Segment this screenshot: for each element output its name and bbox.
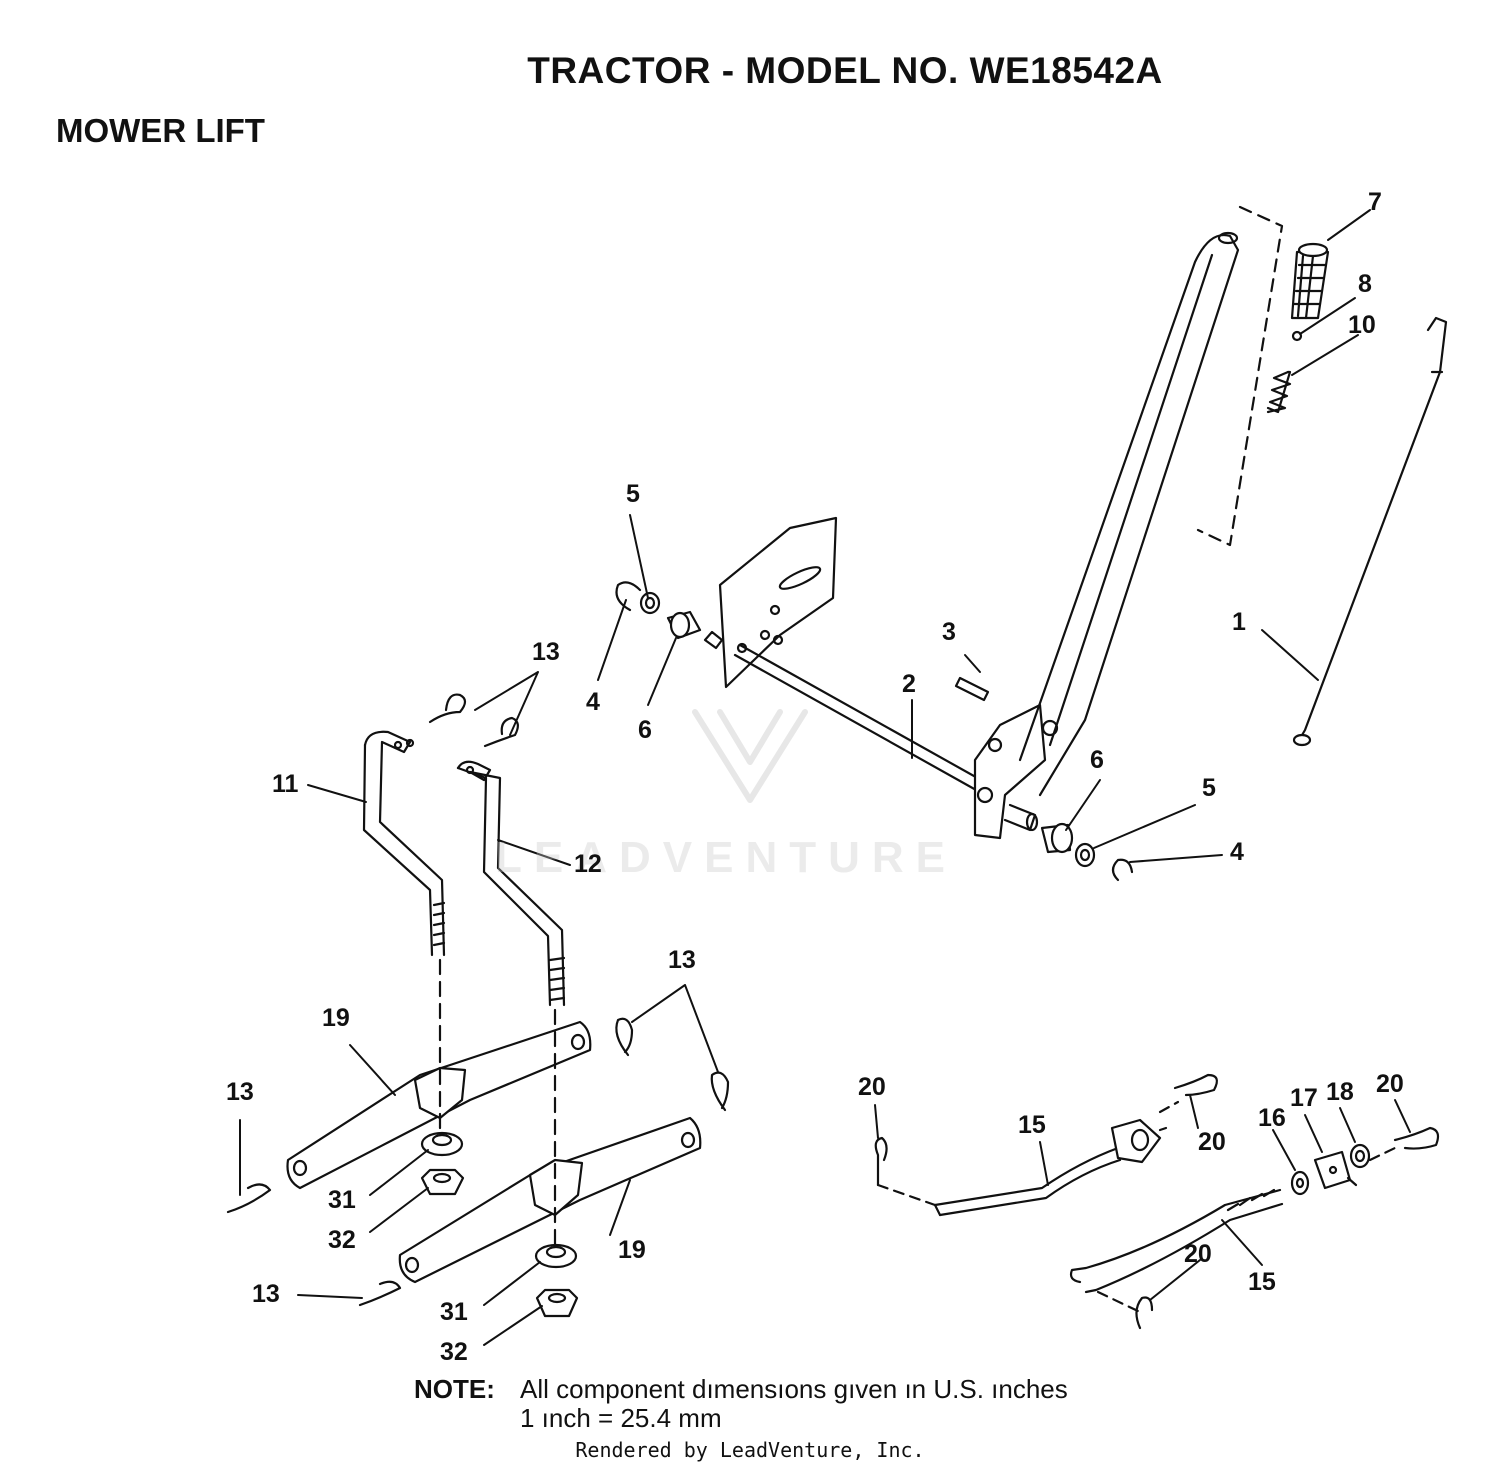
callout-31-upper: 31 [328, 1186, 356, 1214]
callout-4-right: 4 [1230, 838, 1244, 866]
callout-13-left: 13 [226, 1078, 254, 1106]
callout-20-right: 20 [1376, 1070, 1404, 1098]
lift-link-11 [362, 730, 446, 957]
callouts: 7 8 10 1 3 2 5 4 6 6 5 4 13 11 12 13 19 … [226, 188, 1404, 1366]
callout-18: 18 [1326, 1078, 1354, 1106]
callout-6-right: 6 [1090, 746, 1104, 774]
callout-4-left: 4 [586, 688, 600, 716]
lift-arm-upper [286, 1020, 592, 1190]
lift-rod [1292, 316, 1448, 747]
callout-8: 8 [1358, 270, 1372, 298]
callout-13-top: 13 [532, 638, 560, 666]
left-shaft-hardware [615, 581, 702, 640]
callout-16: 16 [1258, 1104, 1286, 1132]
callout-31-lower: 31 [440, 1298, 468, 1326]
callout-2: 2 [902, 670, 916, 698]
callout-20-left: 20 [858, 1073, 886, 1101]
washer-nut-upper [420, 1131, 465, 1196]
ball [1291, 330, 1303, 342]
note-label: NOTE: [414, 1374, 495, 1404]
footer-credit: Rendered by LeadVenture, Inc. [575, 1438, 925, 1462]
grip-group-outline [1196, 205, 1284, 547]
callout-11: 11 [272, 770, 299, 798]
callout-19-upper: 19 [322, 1004, 350, 1032]
key [954, 676, 990, 702]
washer-block-nut [1290, 1143, 1371, 1196]
note-block: NOTE: All component dımensıons gıven ın U… [414, 1375, 1068, 1433]
callout-20-bottom: 20 [1184, 1240, 1212, 1268]
spring [1266, 370, 1292, 414]
hand-grip [1290, 242, 1330, 320]
callout-3: 3 [942, 618, 956, 646]
adjuster-rod-lower [1069, 1188, 1284, 1294]
callout-15-upper: 15 [1018, 1111, 1046, 1139]
hairpin-clips-arms [226, 1017, 730, 1307]
leader-lines [239, 209, 1411, 1346]
section-title: MOWER LIFT [56, 112, 265, 149]
watermark-text: LEADVENTURE [495, 833, 957, 882]
callout-13-bottom: 13 [252, 1280, 280, 1308]
callout-5-left: 5 [626, 480, 640, 508]
callout-12: 12 [574, 850, 602, 878]
callout-13-arms: 13 [668, 946, 696, 974]
callout-32-lower: 32 [440, 1338, 468, 1366]
callout-19-lower: 19 [618, 1236, 646, 1264]
watermark-logo [692, 709, 808, 803]
right-shaft-hardware [1040, 822, 1134, 882]
callout-10: 10 [1348, 311, 1376, 339]
callout-6-left: 6 [638, 716, 652, 744]
callout-7: 7 [1368, 188, 1382, 216]
title-text: TRACTOR - MODEL NO. WE18542A [527, 50, 1163, 91]
note-line-1: All component dımensıons gıven ın U.S. ı… [520, 1374, 1068, 1404]
hairpin-clips-20 [874, 1073, 1440, 1330]
adjuster-rod-upper [933, 1118, 1168, 1217]
page-title: TRACTOR - MODEL NO. WE18542A [0, 50, 1500, 92]
callout-5-right: 5 [1202, 774, 1216, 802]
callout-1: 1 [1232, 608, 1246, 636]
callout-32-upper: 32 [328, 1226, 356, 1254]
lift-shaft-assembly [703, 231, 1240, 840]
lift-link-12 [456, 760, 566, 1007]
note-line-2: 1 ınch = 25.4 mm [520, 1403, 722, 1433]
callout-15-lower: 15 [1248, 1268, 1276, 1296]
hairpin-clips-top [428, 693, 519, 748]
callout-20-mid: 20 [1198, 1128, 1226, 1156]
washer-nut-lower [534, 1243, 579, 1318]
callout-17: 17 [1290, 1084, 1318, 1112]
